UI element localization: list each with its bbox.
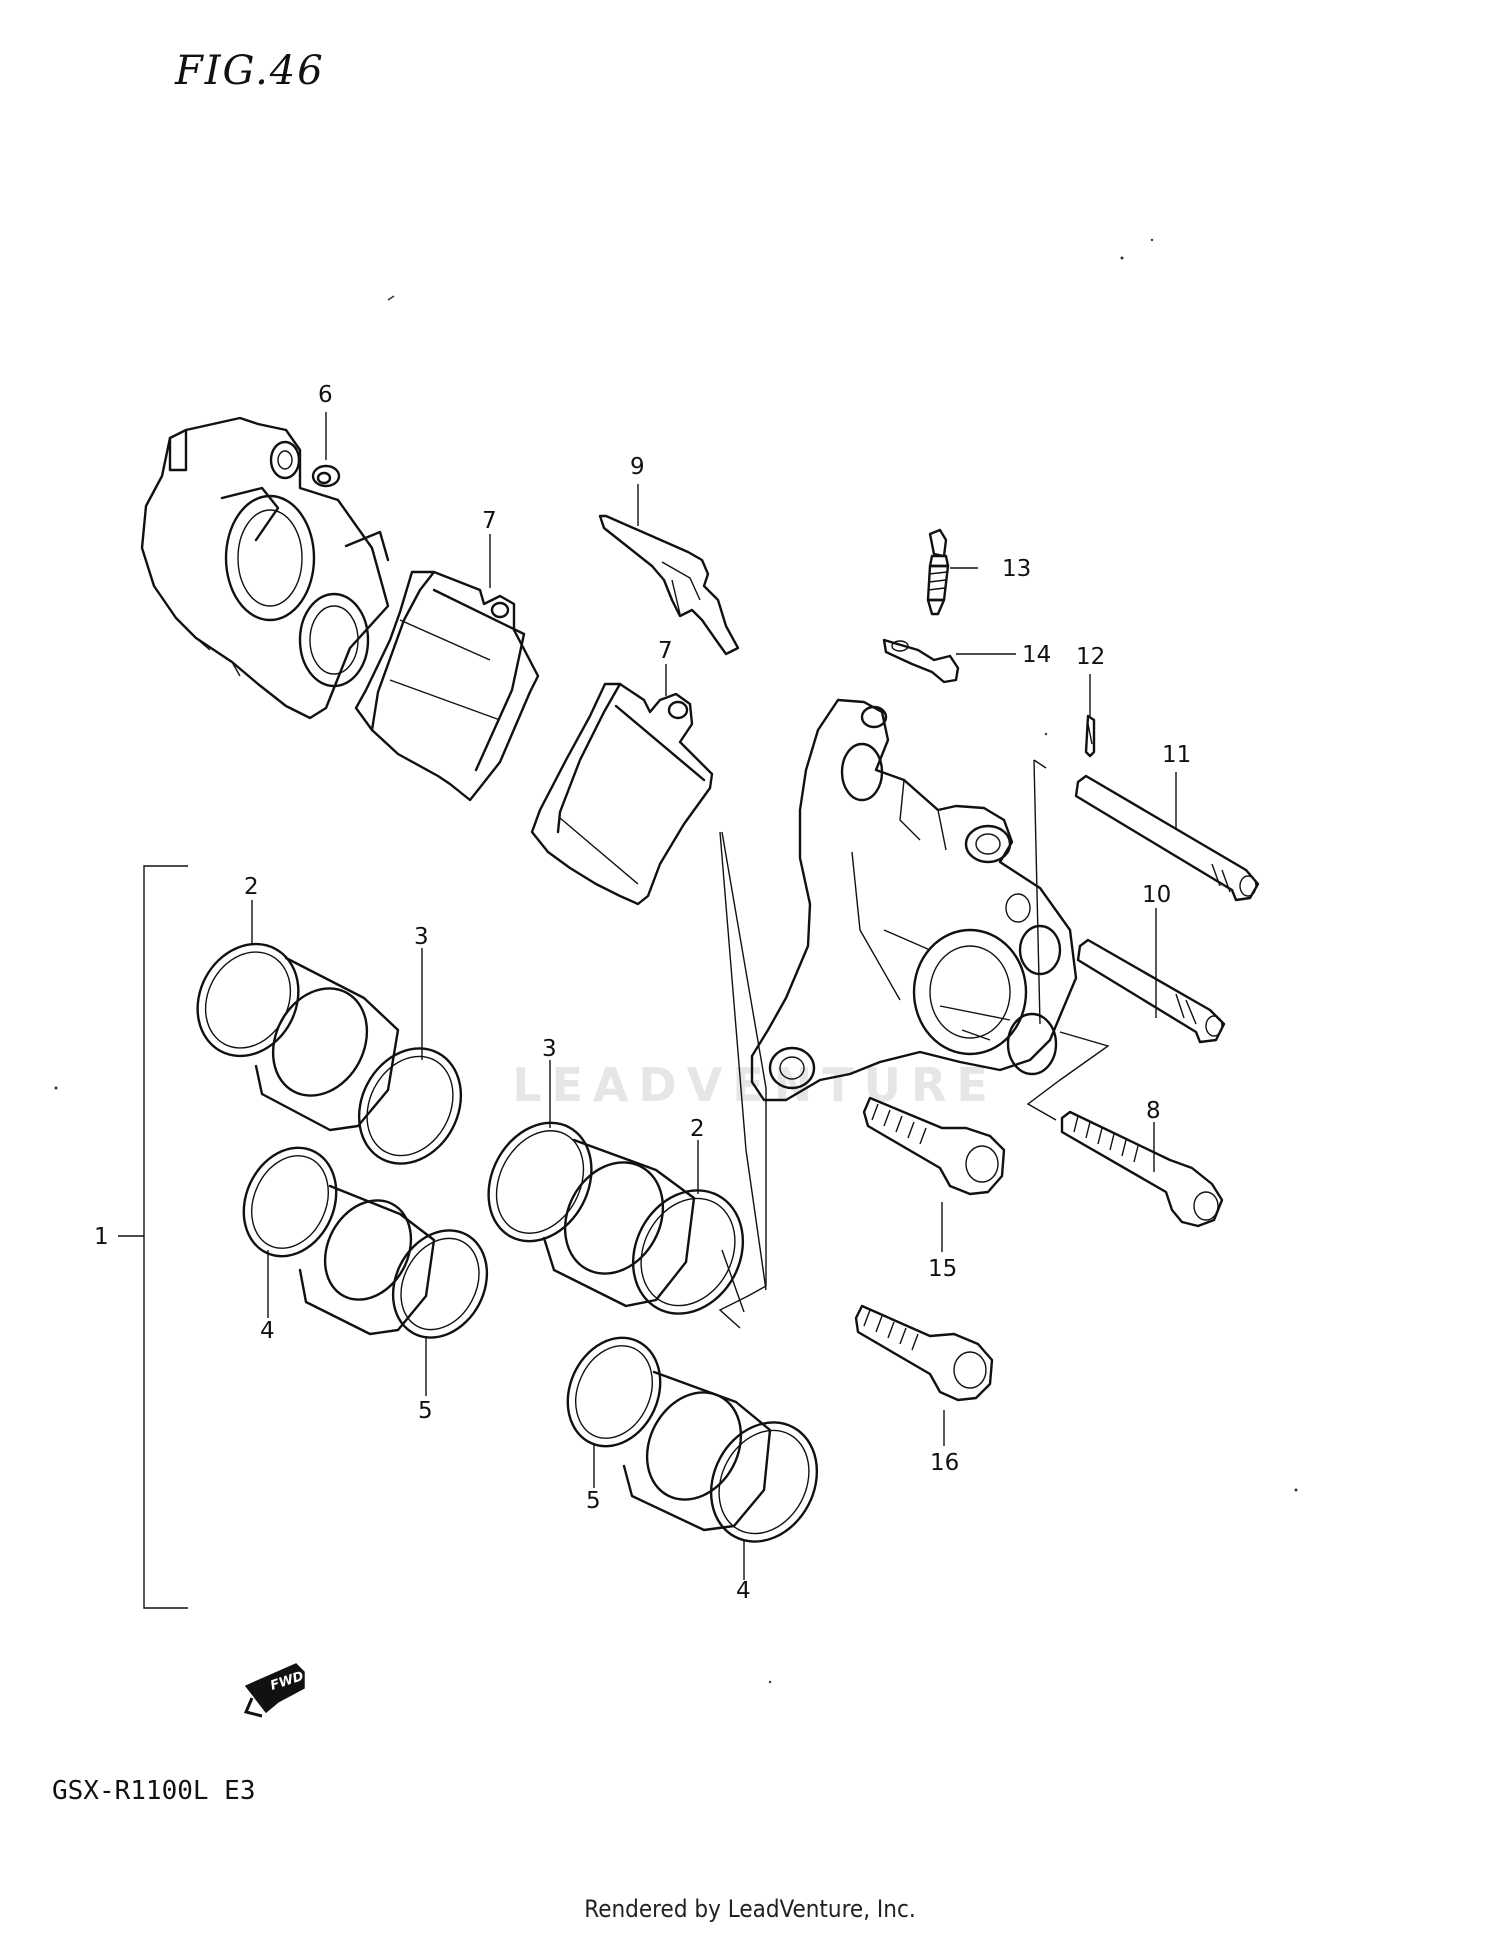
- callout-6: 6: [318, 382, 333, 408]
- piston-lower-left: [298, 1184, 436, 1336]
- callout-12: 12: [1076, 644, 1105, 670]
- footer-credit: Rendered by LeadVenture, Inc.: [584, 1895, 916, 1923]
- callout-7-lower: 7: [658, 638, 673, 664]
- piston-middle: [542, 1138, 696, 1308]
- callout-3-middle: 3: [542, 1036, 557, 1062]
- piston-upper-left: [254, 956, 400, 1132]
- seal-ring-3-middle: [487, 1121, 593, 1243]
- model-label: GSX-R1100L E3: [52, 1776, 256, 1806]
- callout-10: 10: [1142, 882, 1171, 908]
- assembly-boundary-lines: [718, 759, 1110, 1329]
- brake-pad-upper: [354, 570, 540, 802]
- caliper-bolt-8: [1060, 1110, 1224, 1228]
- callout-5-left: 5: [418, 1398, 433, 1424]
- seal-ring-4-lower: [709, 1421, 819, 1543]
- seal-ring-5-lower-left: [391, 1229, 489, 1339]
- scan-specks: [54, 238, 1298, 1684]
- callout-7-upper: 7: [482, 508, 497, 534]
- seal-ring-3-upper-left: [357, 1047, 463, 1165]
- mounting-bolt-16: [854, 1304, 994, 1402]
- pin-clip: [1084, 714, 1096, 758]
- callout-8: 8: [1146, 1098, 1161, 1124]
- watermark: LEADVENTURE: [512, 1058, 998, 1112]
- callout-11: 11: [1162, 742, 1191, 768]
- mounting-bolt-15: [862, 1096, 1006, 1196]
- figure-title: FIG.46: [175, 48, 325, 94]
- leader-lines: [251, 412, 1177, 1580]
- pad-pin-long: [1074, 774, 1260, 902]
- piston-lower: [622, 1370, 772, 1532]
- caliper-housing-right: [750, 698, 1078, 1102]
- bleeder-cap: [882, 638, 960, 684]
- seal-ring-5-lower: [566, 1336, 662, 1448]
- caliper-housing-left: [140, 416, 390, 720]
- group-bracket: [118, 865, 188, 1609]
- callout-4-lower: 4: [736, 1578, 751, 1604]
- fwd-arrow-icon: FWD: [243, 1663, 306, 1718]
- callout-2-left: 2: [244, 874, 259, 900]
- callout-14: 14: [1022, 642, 1051, 668]
- brake-pad-lower: [530, 682, 714, 906]
- callout-2-middle: 2: [690, 1116, 705, 1142]
- seal-ring-2-middle: [631, 1189, 745, 1315]
- callout-1: 1: [94, 1224, 109, 1250]
- callout-16: 16: [930, 1450, 959, 1476]
- callout-3-left: 3: [414, 924, 429, 950]
- pad-pin-short: [1076, 938, 1226, 1044]
- pad-spring: [598, 514, 740, 656]
- callout-4-left: 4: [260, 1318, 275, 1344]
- seal-ring-4-lower-left: [242, 1146, 338, 1258]
- bleeder-valve: [926, 528, 950, 616]
- callout-13: 13: [1002, 556, 1031, 582]
- callout-5-lower: 5: [586, 1488, 601, 1514]
- callout-15: 15: [928, 1256, 957, 1282]
- callout-9: 9: [630, 454, 645, 480]
